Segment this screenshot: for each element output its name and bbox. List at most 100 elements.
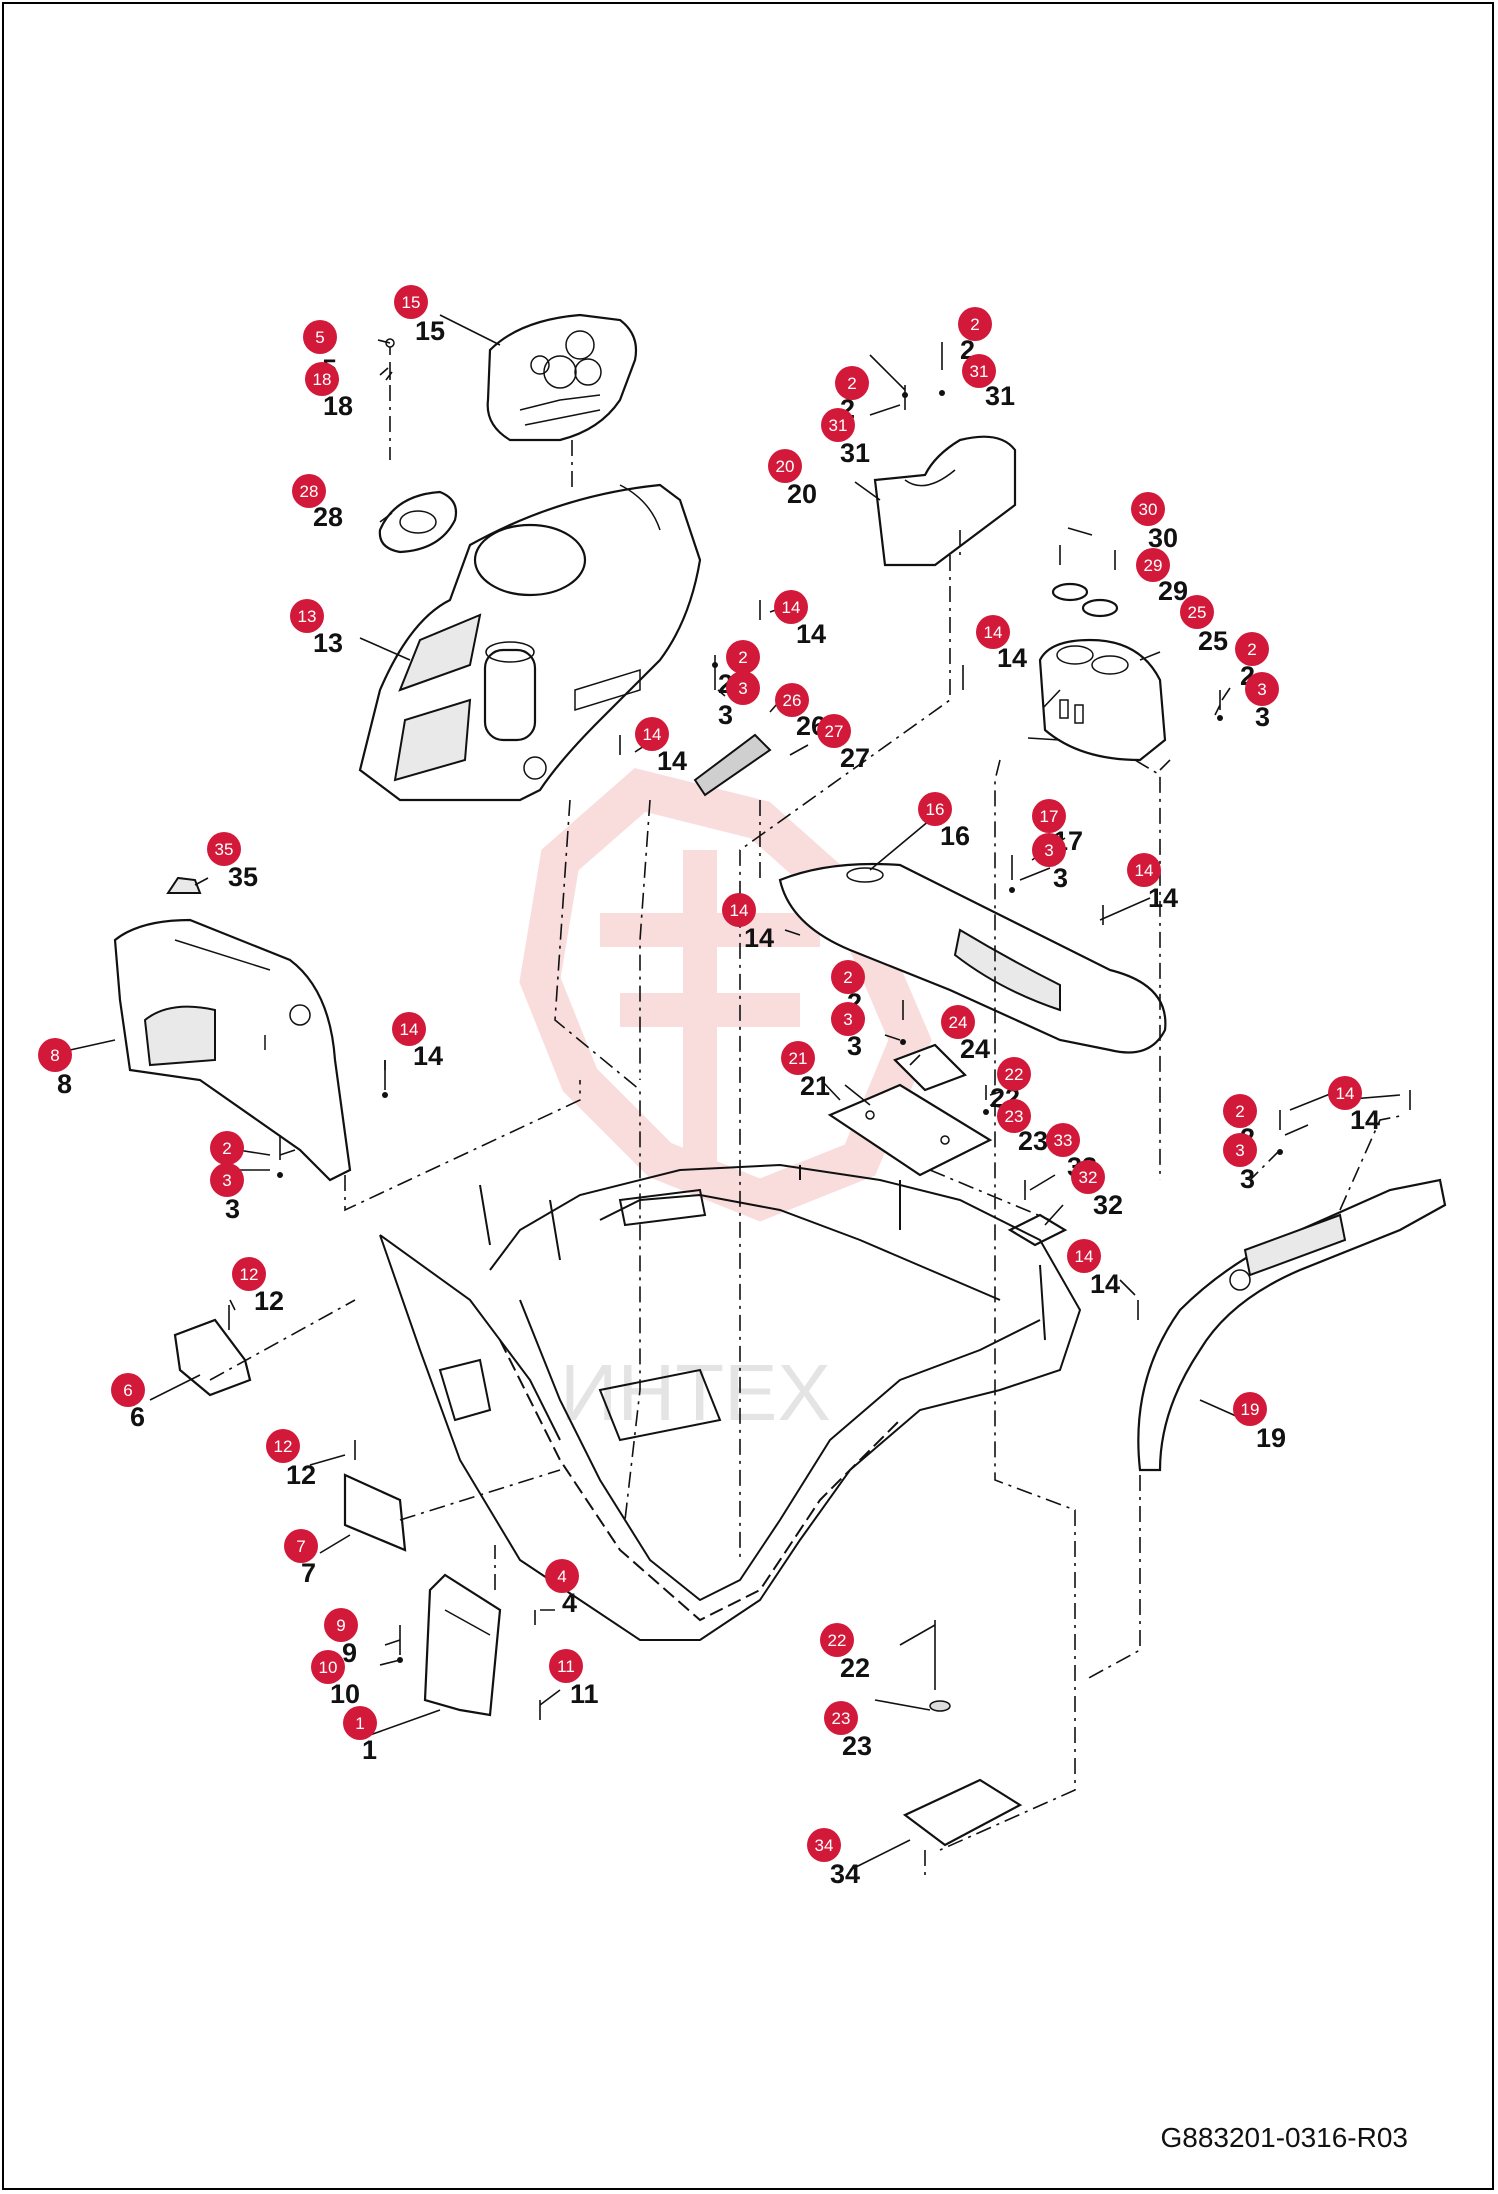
callout-badge-number: 8 — [50, 1046, 59, 1065]
part-number-label: 15 — [415, 316, 445, 346]
part-number-label: 14 — [413, 1041, 443, 1071]
callout-badge-icon — [781, 1041, 815, 1075]
part-25-cup-holder — [1038, 638, 1167, 762]
part-number-label: 14 — [1148, 883, 1178, 913]
part-number-label: 11 — [570, 1679, 599, 1709]
callout-badge-icon — [820, 1623, 854, 1657]
part-number-label: 31 — [985, 381, 1015, 411]
callout-badge-number: 7 — [296, 1537, 305, 1556]
part-number-label: 8 — [57, 1069, 72, 1099]
callout-badge-icon — [1046, 1123, 1080, 1157]
callout-c8: 88 — [38, 1038, 72, 1099]
callout-badge-number: 2 — [847, 374, 856, 393]
callout-badge-number: 20 — [776, 457, 795, 476]
callout-badge-number: 24 — [949, 1013, 968, 1032]
part-number-label: 3 — [847, 1031, 862, 1061]
callout-badge-number: 10 — [319, 1658, 338, 1677]
callout-badge-number: 2 — [1247, 640, 1256, 659]
callout-badge-icon — [1136, 548, 1170, 582]
callout-badge-icon — [1233, 1392, 1267, 1426]
callout-badge-icon — [997, 1099, 1031, 1133]
callout-badge-number: 14 — [730, 901, 749, 920]
callout-badge-number: 32 — [1079, 1168, 1098, 1187]
callout-badge-icon — [392, 1012, 426, 1046]
drawing-code: G883201-0316-R03 — [1160, 2122, 1408, 2153]
callout-c6: 66 — [111, 1373, 145, 1432]
callout-badge-number: 28 — [300, 482, 319, 501]
callout-badge-number: 30 — [1139, 500, 1158, 519]
watermark-emblem — [519, 768, 932, 1222]
callout-badge-icon — [305, 362, 339, 396]
callout-c3e: 33 — [831, 1002, 865, 1061]
callout-badge-icon — [1067, 1239, 1101, 1273]
part-20-holder — [873, 435, 1017, 567]
callout-badge-number: 9 — [336, 1616, 345, 1635]
callout-badge-icon — [722, 893, 756, 927]
callout-badge-number: 2 — [738, 648, 747, 667]
callout-badge-number: 3 — [222, 1171, 231, 1190]
part-number-label: 34 — [830, 1859, 860, 1889]
callout-badge-icon — [635, 717, 669, 751]
callout-badge-number: 19 — [1241, 1400, 1260, 1419]
callout-badge-number: 17 — [1040, 807, 1059, 826]
callout-badge-icon — [111, 1373, 145, 1407]
callout-badge-number: 3 — [843, 1010, 852, 1029]
callout-badge-icon — [807, 1828, 841, 1862]
callout-badge-number: 13 — [298, 607, 317, 626]
part-28-cover-plate — [378, 490, 458, 554]
callout-badge-number: 14 — [1135, 861, 1154, 880]
callout-badge-number: 27 — [825, 722, 844, 741]
callout-badge-number: 3 — [1235, 1141, 1244, 1160]
callout-badge-icon — [831, 1002, 865, 1036]
callout-badge-icon — [918, 792, 952, 826]
callout-badge-icon — [835, 366, 869, 400]
callouts-group: 1515551818282813131414223326262727141422… — [38, 285, 1380, 1889]
part-34-plate — [902, 1778, 1023, 1847]
callout-c2c: 22 — [835, 366, 869, 424]
callout-badge-icon — [817, 714, 851, 748]
callout-badge-icon — [210, 1131, 244, 1165]
callout-badge-number: 3 — [1257, 680, 1266, 699]
part-number-label: 3 — [718, 700, 733, 730]
part-number-label: 21 — [800, 1071, 830, 1101]
part-number-label: 6 — [130, 1402, 145, 1432]
callout-badge-icon — [958, 307, 992, 341]
callout-badge-icon — [1032, 833, 1066, 867]
part-number-label: 18 — [323, 391, 353, 421]
callout-badge-icon — [824, 1701, 858, 1735]
callout-badge-icon — [1071, 1160, 1105, 1194]
part-number-label: 12 — [286, 1460, 316, 1490]
callout-badge-number: 14 — [1075, 1247, 1094, 1266]
callout-c9: 99 — [324, 1608, 358, 1668]
callout-c3b: 33 — [1245, 672, 1279, 732]
callout-c3c: 33 — [210, 1163, 244, 1224]
part-number-label: 14 — [1350, 1105, 1380, 1135]
part-1-front-bracket — [423, 1573, 502, 1717]
part-number-label: 1 — [362, 1735, 377, 1765]
part-number-label: 9 — [342, 1638, 357, 1668]
part-number-label: 23 — [1018, 1126, 1048, 1156]
callout-badge-icon — [821, 408, 855, 442]
callout-badge-number: 5 — [315, 328, 324, 347]
part-number-label: 31 — [840, 438, 870, 468]
assembly-lines — [209, 385, 1406, 1880]
callout-c7: 77 — [284, 1529, 318, 1588]
part-6-bracket — [173, 1318, 252, 1397]
callout-badge-icon — [1235, 632, 1269, 666]
part-7-bracket — [343, 1473, 407, 1552]
